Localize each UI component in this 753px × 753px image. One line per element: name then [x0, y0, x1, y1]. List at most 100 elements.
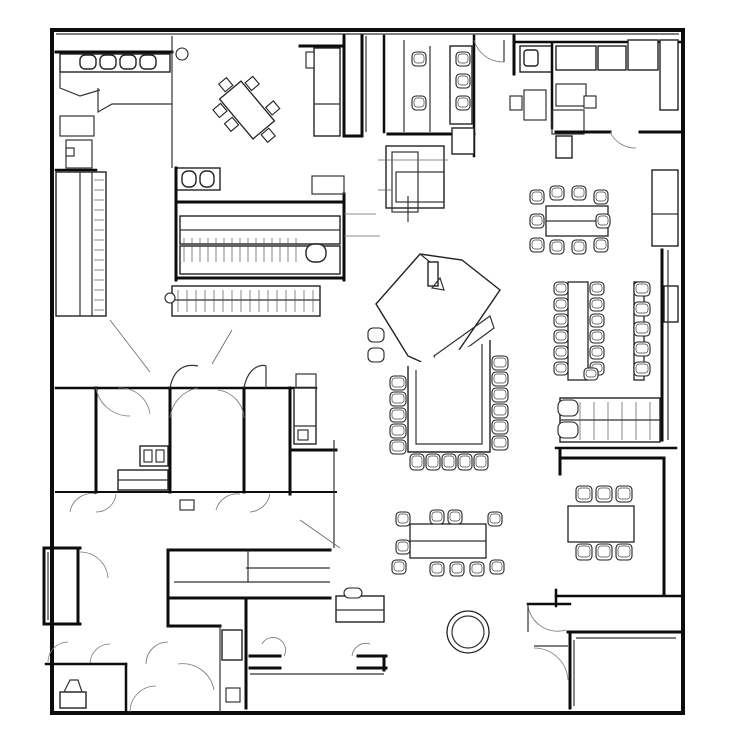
chair-seat — [391, 425, 405, 436]
chair-seat — [635, 363, 649, 374]
chair — [389, 391, 407, 407]
chair — [595, 543, 613, 561]
chair-seat — [475, 455, 487, 468]
chair — [633, 301, 651, 317]
bottom-right-room — [527, 604, 684, 710]
chair-seat — [585, 369, 597, 378]
chair-seat — [591, 283, 603, 293]
lower-left-rooms — [42, 546, 332, 714]
chair — [633, 361, 651, 377]
chair — [491, 387, 509, 403]
chair-seat — [431, 511, 443, 522]
chair-seat — [617, 545, 631, 558]
bottom-desks — [248, 519, 388, 675]
left-shelving — [55, 171, 107, 317]
chair-seat — [489, 513, 501, 524]
chair — [491, 371, 509, 387]
chair-seat — [591, 347, 603, 357]
chair-seat — [391, 393, 405, 404]
chair-seat — [491, 561, 503, 572]
chair-seat — [531, 191, 543, 202]
chair — [425, 453, 441, 471]
chair-seat — [493, 389, 507, 400]
chair-seat — [443, 455, 455, 468]
chair-seat — [427, 455, 439, 468]
chair — [389, 407, 407, 423]
chair-seat — [451, 563, 463, 574]
chair-seat — [555, 299, 567, 309]
chair-seat — [551, 187, 563, 198]
chair — [389, 423, 407, 439]
chair-seat — [597, 545, 611, 558]
chair-seat — [391, 377, 405, 388]
chair-seat — [397, 513, 409, 524]
chair-seat — [493, 437, 507, 448]
chair-seat — [635, 283, 649, 294]
chair-seat — [595, 239, 607, 250]
chair — [491, 419, 509, 435]
chair — [409, 453, 425, 471]
stair-entry — [378, 145, 448, 222]
chair-seat — [391, 441, 405, 452]
chair — [441, 453, 457, 471]
chair-seat — [555, 283, 567, 293]
chair-seat — [555, 315, 567, 325]
display-shelf — [164, 285, 321, 317]
chair-seat — [591, 315, 603, 325]
chair-seat — [635, 343, 649, 354]
chair-seat — [457, 97, 469, 108]
chair-seat — [635, 323, 649, 334]
chair-seat — [591, 299, 603, 309]
chair-seat — [459, 455, 471, 468]
chair-seat — [617, 487, 631, 500]
chair-seat — [597, 215, 609, 226]
hex-kiosk — [367, 253, 501, 373]
chair-seat — [493, 405, 507, 416]
chair — [389, 439, 407, 455]
chair-seat — [577, 487, 591, 500]
lounge-table — [212, 75, 281, 144]
chair — [473, 453, 489, 471]
chair-seat — [457, 53, 469, 64]
chair — [575, 485, 593, 503]
chair-seat — [635, 303, 649, 314]
top-booths — [365, 34, 505, 158]
chair — [633, 281, 651, 297]
chair-seat — [493, 373, 507, 384]
kitchenette — [509, 34, 682, 159]
chair — [457, 453, 473, 471]
chair-seat — [573, 241, 585, 252]
chair-seat — [531, 215, 543, 226]
dining-tables — [529, 185, 651, 381]
u-table — [389, 340, 509, 471]
meeting-room — [526, 456, 682, 608]
right-shelving — [651, 169, 679, 442]
chair-seat — [457, 75, 469, 86]
offices — [54, 319, 338, 548]
chair-seat — [413, 97, 425, 108]
chair-seat — [577, 545, 591, 558]
chair-seat — [597, 487, 611, 500]
chair — [575, 543, 593, 561]
chair — [491, 435, 509, 451]
chair-seat — [411, 455, 423, 468]
chair-seat — [493, 357, 507, 368]
round-table — [446, 610, 490, 654]
chair-seat — [471, 563, 483, 574]
chair-seat — [555, 363, 567, 373]
chair-seat — [555, 347, 567, 357]
chair-seat — [555, 331, 567, 341]
storage-column — [298, 34, 364, 138]
chair — [615, 543, 633, 561]
chair — [633, 341, 651, 357]
chair — [491, 403, 509, 419]
chair-seat — [413, 53, 425, 64]
chair — [389, 375, 407, 391]
chair — [491, 355, 509, 371]
chair-seat — [595, 191, 607, 202]
chair-seat — [493, 421, 507, 432]
chair-seat — [531, 239, 543, 250]
lounge-booth — [554, 397, 678, 476]
chair — [633, 321, 651, 337]
